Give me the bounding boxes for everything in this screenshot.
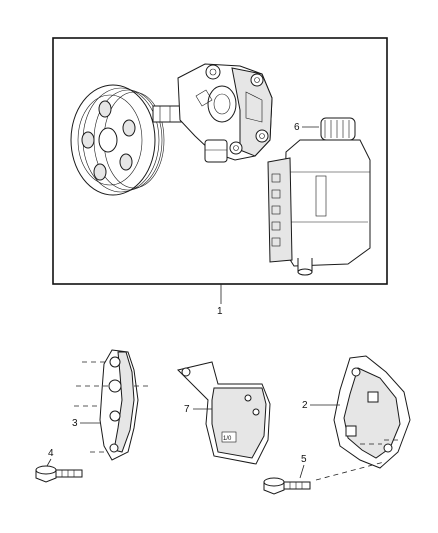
callout-3: 3 <box>72 418 78 429</box>
bracket-stamp: 1/0 <box>223 436 232 442</box>
left-mounting-bracket <box>74 349 150 461</box>
pump-pulley <box>70 84 165 196</box>
pump-shaft <box>152 105 182 123</box>
assembly-frame <box>52 37 388 285</box>
callout-5-leader <box>299 464 305 479</box>
callout-2: 2 <box>302 400 308 411</box>
callout-7: 7 <box>184 404 190 415</box>
fluid-reservoir <box>267 117 371 276</box>
right-mounting-bracket <box>333 355 411 469</box>
callout-4: 4 <box>48 448 54 459</box>
center-bracket: 1/0 <box>177 361 271 465</box>
power-steering-pump <box>177 63 273 163</box>
callout-6: 6 <box>294 122 300 133</box>
bolt-right <box>263 461 385 495</box>
callout-5: 5 <box>301 454 307 465</box>
callout-4-leader <box>46 458 52 467</box>
callout-1: 1 <box>217 306 223 317</box>
bolt-left <box>35 465 83 483</box>
